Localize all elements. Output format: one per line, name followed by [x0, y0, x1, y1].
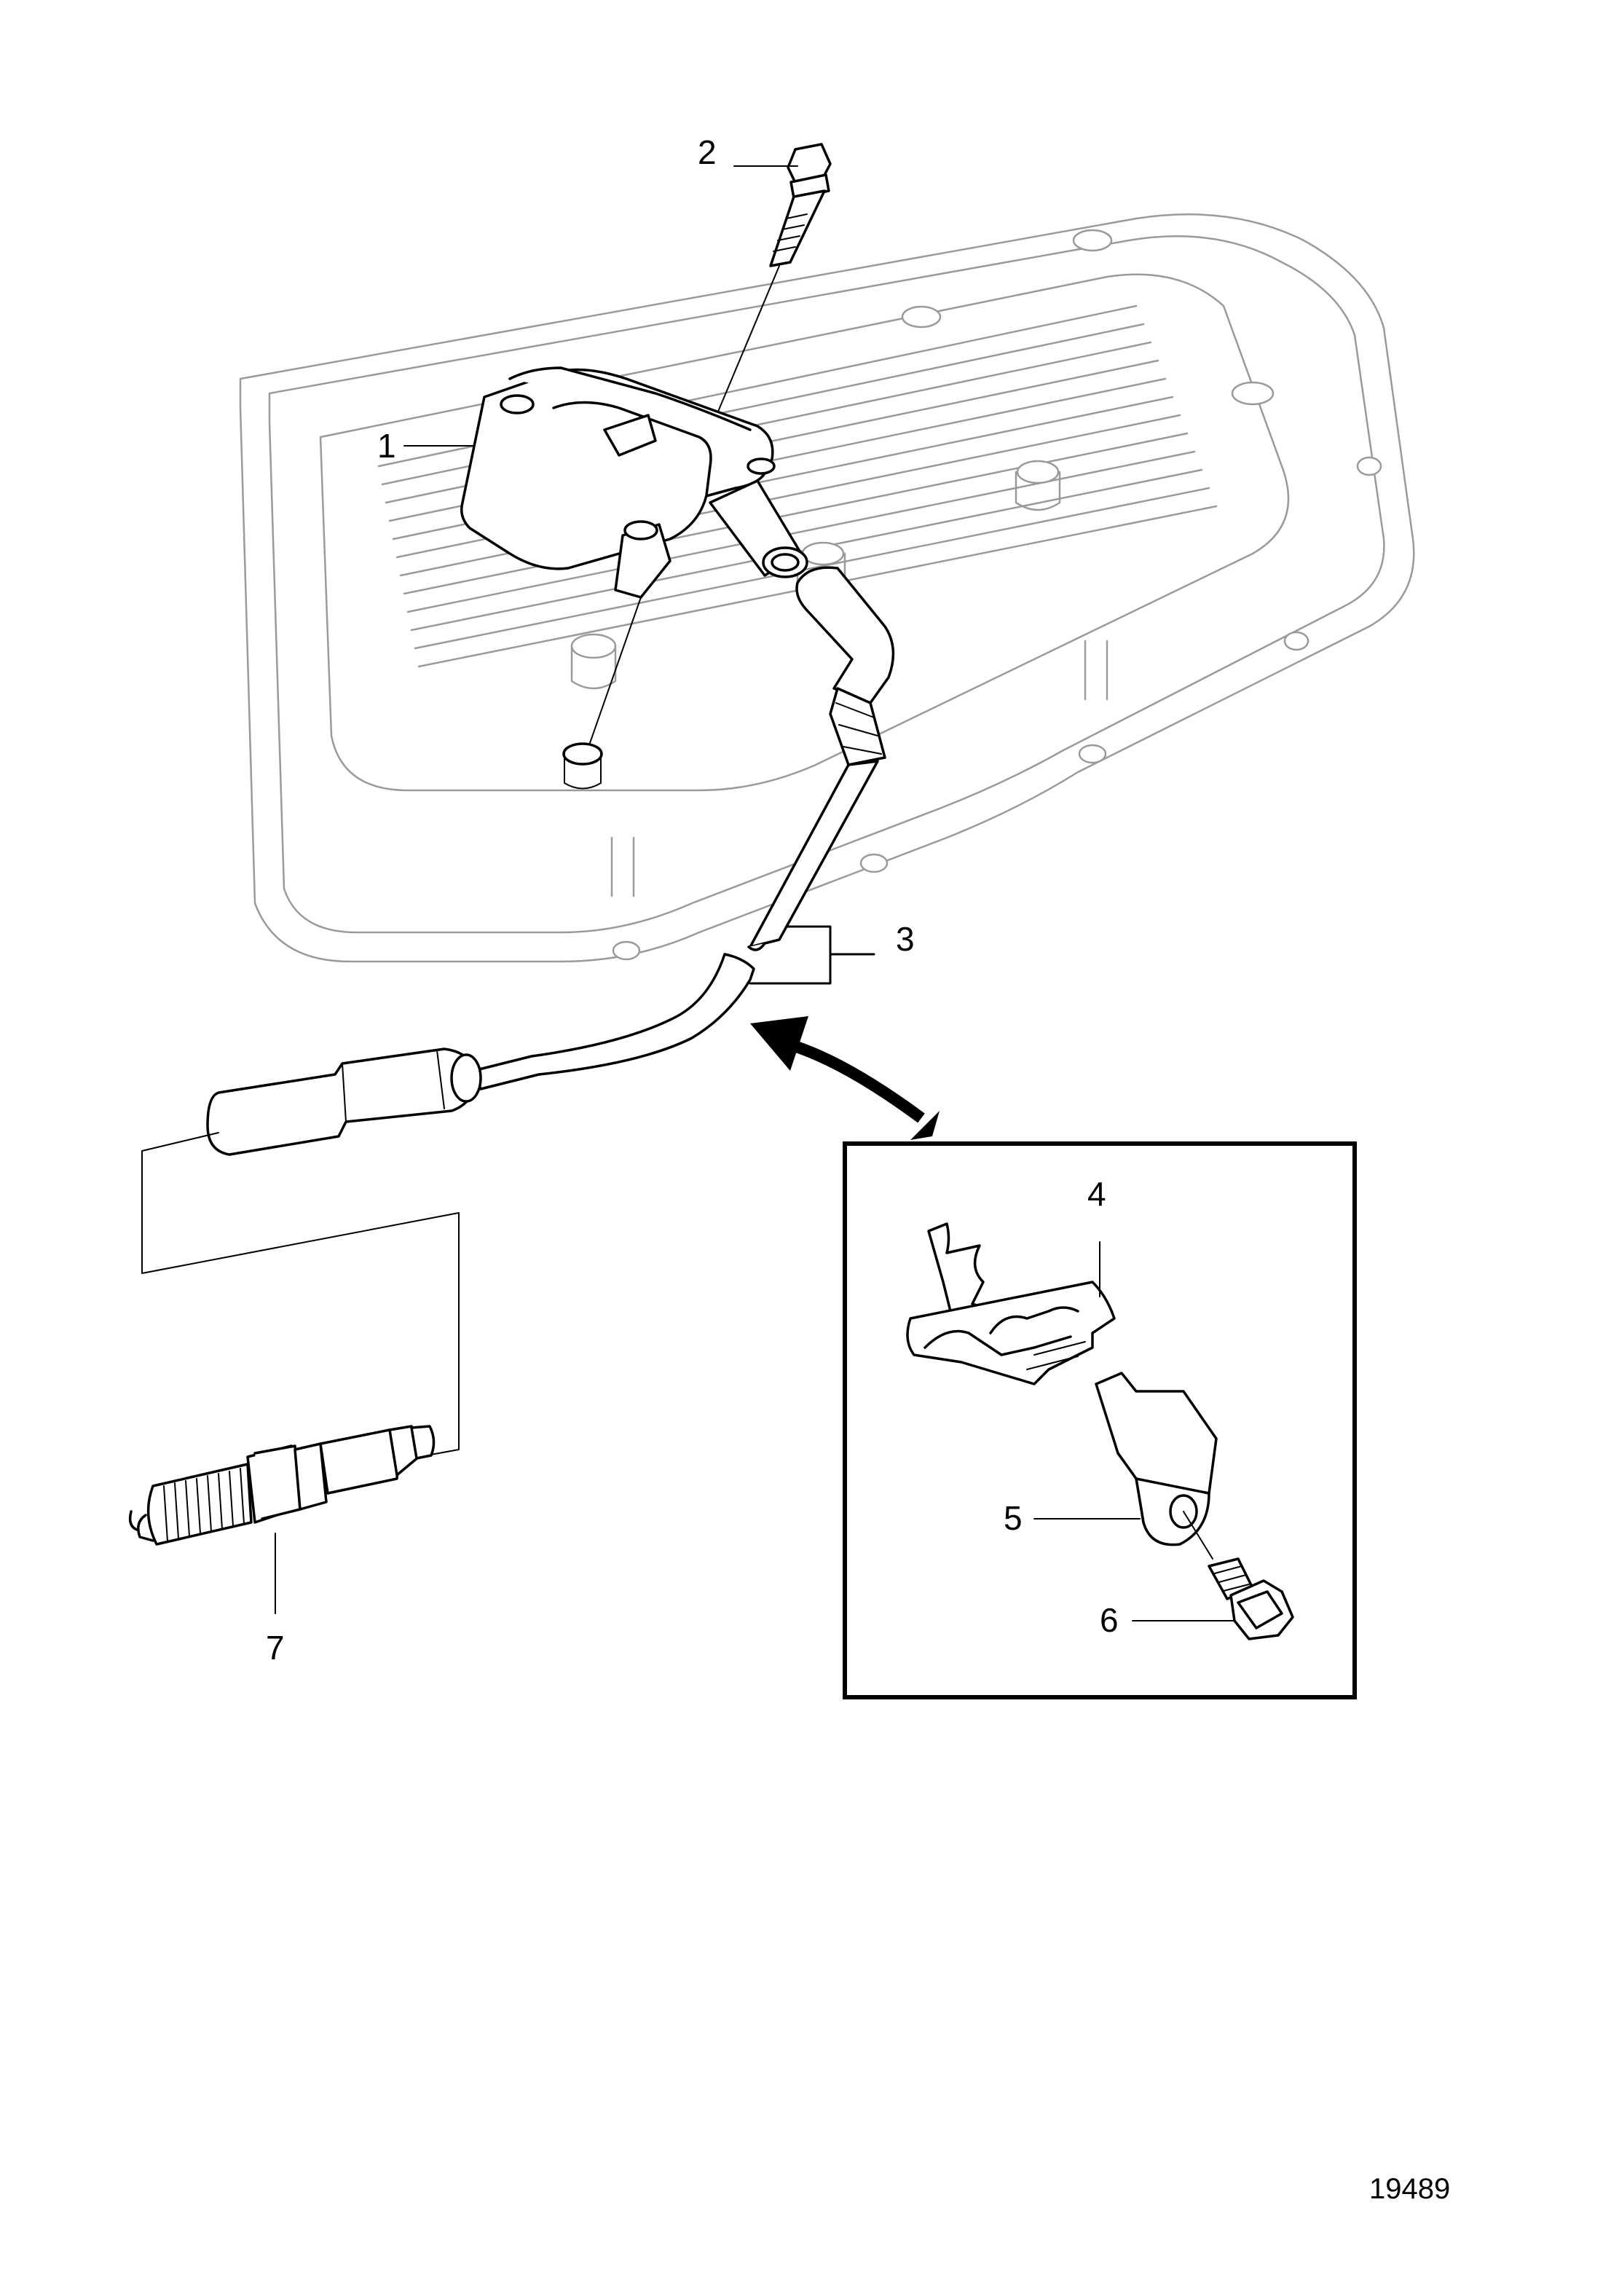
- leader-lines: [275, 165, 1100, 1614]
- callout-5: 5: [1004, 1499, 1023, 1537]
- callout-1: 1: [377, 427, 396, 465]
- inset-detail-frame: [843, 1141, 1357, 1699]
- ignition-lead-part-3: [206, 566, 895, 1156]
- detail-pointer-arrow: [750, 1016, 940, 1140]
- callout-2: 2: [698, 133, 717, 171]
- callout-6: 6: [1100, 1601, 1119, 1639]
- callout-3: 3: [896, 920, 915, 958]
- bolt-part-2: [673, 143, 832, 518]
- callout-7: 7: [266, 1629, 285, 1667]
- cover-bosses: [570, 229, 1382, 961]
- spark-plug-part-7: [128, 1425, 436, 1546]
- figure-number: 19489: [1369, 2173, 1450, 2205]
- bracket-part-5: [1033, 1372, 1218, 1560]
- screw-part-6: [1132, 1557, 1294, 1640]
- callout-4: 4: [1087, 1175, 1106, 1213]
- ignition-coil-part-1: [460, 366, 808, 790]
- plug-connection-lines: [141, 1132, 460, 1458]
- clip-part-4: [906, 1222, 1116, 1385]
